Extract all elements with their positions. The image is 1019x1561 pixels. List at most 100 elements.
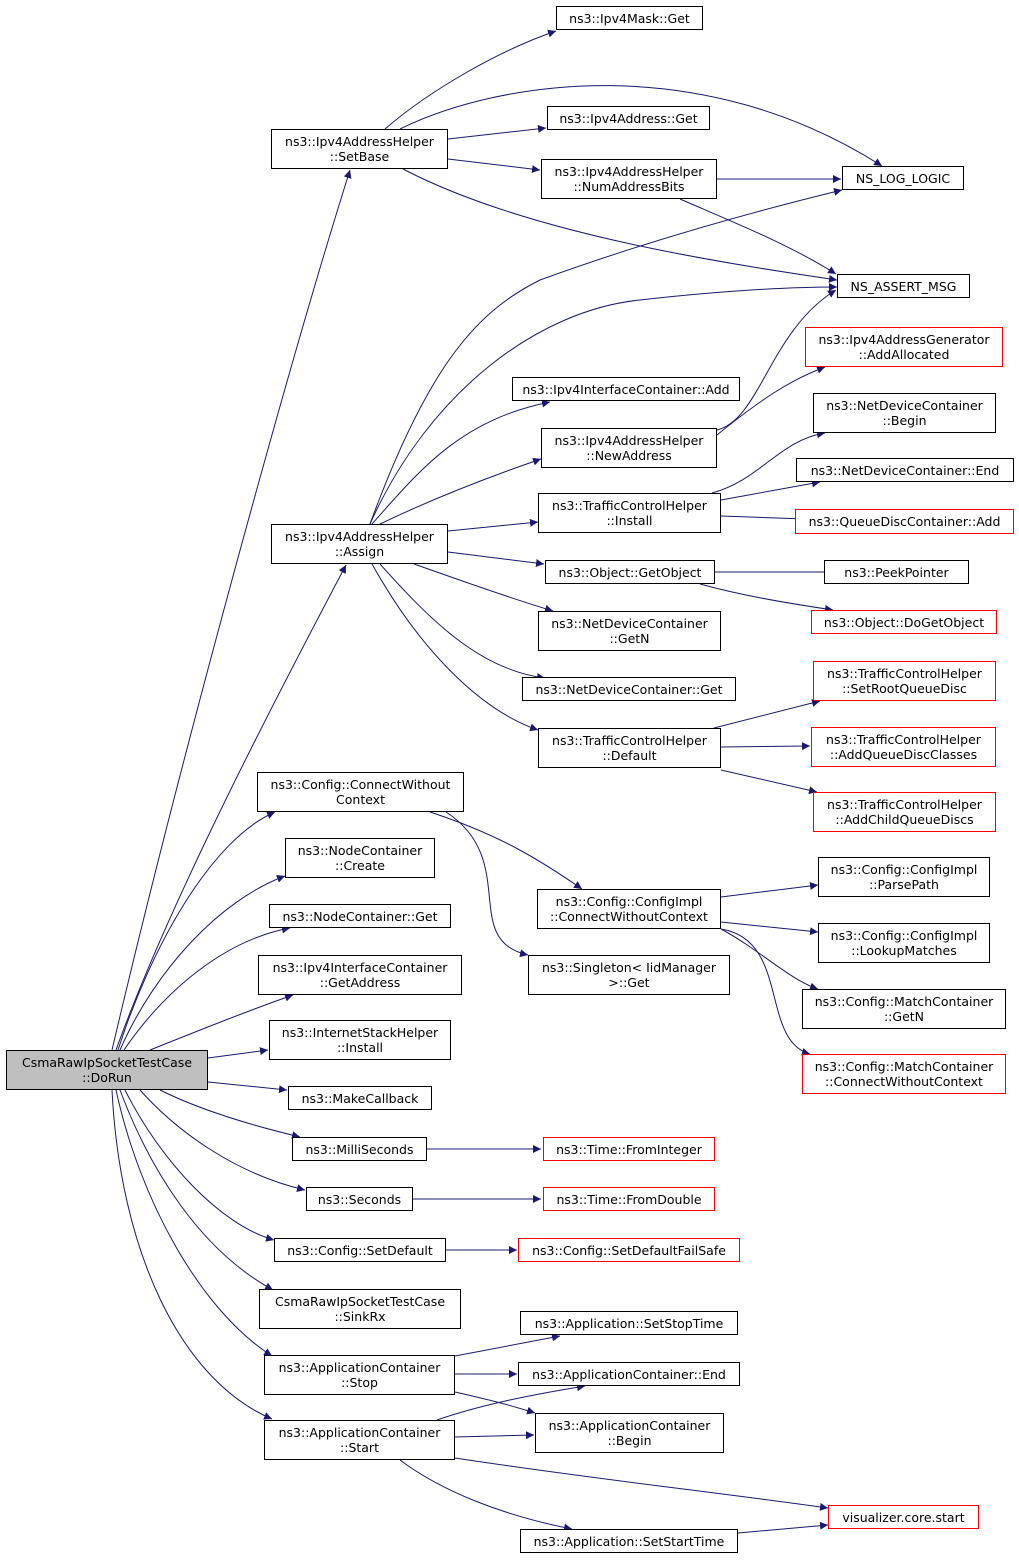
edge-root-config-setdefault [124,1089,275,1242]
node-ipv4ic-add[interactable]: ns3::Ipv4InterfaceContainer::Add [512,377,740,401]
node-mc-getn[interactable]: ns3::Config::MatchContainer::GetN [802,989,1006,1029]
node-label-line: ::Create [335,858,385,873]
edge-root-seconds [139,1089,306,1193]
node-ish-install[interactable]: ns3::InternetStackHelper::Install [269,1020,451,1060]
node-setrootqueuedisc[interactable]: ns3::TrafficControlHelper::SetRootQueueD… [813,661,996,701]
node-numaddressbits[interactable]: ns3::Ipv4AddressHelper::NumAddressBits [541,159,717,199]
node-label-line: ns3::Config::ConfigImpl [555,894,703,909]
node-ndc-begin[interactable]: ns3::NetDeviceContainer::Begin [813,393,996,433]
node-assign[interactable]: ns3::Ipv4AddressHelper::Assign [271,524,448,564]
node-tch-install[interactable]: ns3::TrafficControlHelper::Install [538,493,721,533]
node-qdc-add[interactable]: ns3::QueueDiscContainer::Add [795,509,1014,534]
node-label-line: ns3::Ipv4InterfaceContainer [272,960,448,975]
node-addchildqueuediscs[interactable]: ns3::TrafficControlHelper::AddChildQueue… [813,792,996,832]
node-ipv4mask-get[interactable]: ns3::Ipv4Mask::Get [556,6,703,30]
edge-assign-getobject [447,551,545,567]
node-singleton-get[interactable]: ns3::Singleton< IidManager>::Get [528,955,730,995]
edge-ac-stop-ac-begin [454,1391,536,1415]
node-label-line: ns3::Config::SetDefaultFailSafe [532,1242,726,1258]
node-addqueuediscclasses[interactable]: ns3::TrafficControlHelper::AddQueueDiscC… [811,727,996,767]
node-ns-assert-msg[interactable]: NS_ASSERT_MSG [837,274,970,298]
edge-ac-start-app-setstarttime [399,1459,573,1532]
node-label-line: ns3::TrafficControlHelper [552,733,707,748]
node-label-line: ::Install [606,513,653,528]
edge-assign-newaddress [379,457,542,525]
node-ipv4addr-get[interactable]: ns3::Ipv4Address::Get [547,106,710,130]
edge-root-ipv4ic-getaddress [149,993,294,1051]
node-ac-end[interactable]: ns3::ApplicationContainer::End [518,1362,740,1386]
node-label-line: ns3::QueueDiscContainer::Add [808,514,1001,529]
node-label-line: ns3::Singleton< IidManager [541,960,717,975]
node-config-setdefault[interactable]: ns3::Config::SetDefault [274,1238,446,1262]
node-label-line: ::Default [602,748,657,763]
node-lookupmatches[interactable]: ns3::Config::ConfigImpl::LookupMatches [818,923,990,963]
node-label-line: ns3::Ipv4AddressHelper [285,529,434,544]
node-label-line: ns3::Ipv4AddressHelper [285,134,434,149]
node-ndc-get[interactable]: ns3::NetDeviceContainer::Get [522,677,736,701]
node-milliseconds[interactable]: ns3::MilliSeconds [292,1137,427,1161]
node-app-setstoptime[interactable]: ns3::Application::SetStopTime [520,1311,738,1335]
node-label-line: ns3::Ipv4Address::Get [559,110,698,126]
node-sinkrx[interactable]: CsmaRawIpSocketTestCase::SinkRx [259,1289,461,1329]
node-ipv4ic-getaddress[interactable]: ns3::Ipv4InterfaceContainer::GetAddress [258,955,462,995]
edge-root-makecallback [207,1081,288,1094]
node-label-line: ns3::ApplicationContainer [278,1360,441,1375]
edge-numaddressbits-ns-assert-msg [679,198,837,275]
node-time-frominteger[interactable]: ns3::Time::FromInteger [543,1137,715,1161]
node-time-fromdouble[interactable]: ns3::Time::FromDouble [543,1187,715,1211]
node-label-line: ns3::Ipv4Mask::Get [569,10,690,26]
node-ac-start[interactable]: ns3::ApplicationContainer::Start [264,1420,455,1460]
node-newaddress[interactable]: ns3::Ipv4AddressHelper::NewAddress [541,428,717,468]
edge-tch-install-ndc-end [720,479,821,501]
node-ci-connect[interactable]: ns3::Config::ConfigImpl::ConnectWithoutC… [537,889,721,929]
node-setbase[interactable]: ns3::Ipv4AddressHelper::SetBase [271,129,448,169]
node-app-setstarttime[interactable]: ns3::Application::SetStartTime [520,1529,738,1553]
node-viz-start[interactable]: visualizer.core.start [828,1505,979,1529]
node-peekpointer[interactable]: ns3::PeekPointer [824,560,969,584]
node-label-line: ns3::MakeCallback [301,1090,419,1106]
edge-root-assign [115,564,347,1051]
node-mc-connect[interactable]: ns3::Config::MatchContainer::ConnectWith… [802,1054,1006,1094]
node-label-line: ns3::Object::DoGetObject [823,614,985,630]
edge-root-milliseconds [159,1089,301,1140]
node-label-line: ::AddChildQueueDiscs [835,812,974,827]
edge-ac-start-ac-begin [454,1431,535,1440]
node-dogetobject[interactable]: ns3::Object::DoGetObject [811,610,997,634]
edge-setbase-numaddressbits [447,158,541,174]
node-setdefaultfailsafe[interactable]: ns3::Config::SetDefaultFailSafe [518,1238,740,1262]
node-addallocated[interactable]: ns3::Ipv4AddressGenerator::AddAllocated [805,327,1003,367]
edge-setbase-ipv4mask-get [384,29,557,130]
node-root: CsmaRawIpSocketTestCase::DoRun [6,1050,208,1090]
node-ac-stop[interactable]: ns3::ApplicationContainer::Stop [264,1355,455,1395]
node-label-line: CsmaRawIpSocketTestCase [21,1055,193,1070]
edge-root-connectwithout [117,811,276,1051]
node-ac-begin[interactable]: ns3::ApplicationContainer::Begin [535,1413,724,1453]
node-makecallback[interactable]: ns3::MakeCallback [288,1086,432,1110]
edge-assign-ipv4ic-add [371,399,551,525]
edge-getobject-dogetobject [699,583,834,613]
node-getobject[interactable]: ns3::Object::GetObject [545,560,715,584]
node-seconds[interactable]: ns3::Seconds [306,1187,413,1211]
node-ns-log-logic[interactable]: NS_LOG_LOGIC [842,166,964,190]
node-tch-default[interactable]: ns3::TrafficControlHelper::Default [538,728,721,768]
node-nc-create[interactable]: ns3::NodeContainer::Create [285,838,435,878]
node-label-line: ns3::TrafficControlHelper [827,797,982,812]
node-nc-get[interactable]: ns3::NodeContainer::Get [269,904,451,928]
edge-assign-ndc-getn [413,563,554,613]
node-label-line: ns3::TrafficControlHelper [827,666,982,681]
edge-ci-connect-lookupmatches [720,921,819,936]
edge-tch-install-ndc-begin [711,430,826,494]
node-label-line: NS_LOG_LOGIC [855,170,951,186]
node-label-line: ::Start [340,1440,379,1455]
node-label-line: ::ConnectWithoutContext [550,909,708,924]
node-label-line: ns3::Config::ConnectWithout [270,777,451,792]
node-parsepath[interactable]: ns3::Config::ConfigImpl::ParsePath [818,857,990,897]
node-label-line: ns3::Config::SetDefault [287,1242,433,1258]
node-label-line: ns3::Ipv4AddressHelper [554,433,704,448]
node-ndc-getn[interactable]: ns3::NetDeviceContainer::GetN [538,611,721,651]
node-ndc-end[interactable]: ns3::NetDeviceContainer::End [796,458,1014,482]
node-label-line: NS_ASSERT_MSG [850,278,957,294]
node-label-line: ns3::MilliSeconds [305,1141,414,1157]
